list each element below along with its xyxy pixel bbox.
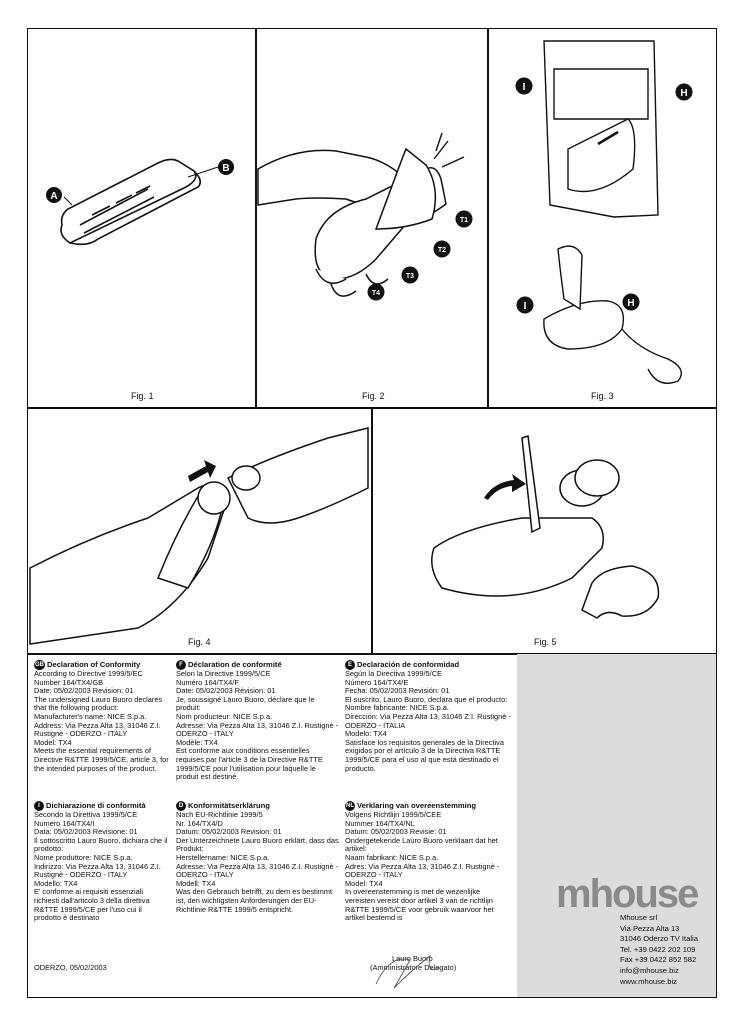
receiver-illustration — [543, 40, 682, 384]
callout-b: B — [222, 163, 229, 174]
declaration-d-title: Konformitätserklärung — [188, 800, 270, 810]
company-line: Fax +39 0422 852 582 — [620, 955, 697, 965]
callout-t4: T4 — [372, 290, 380, 297]
declaration-f-body: Selon la Directive 1999/5/CE Numéro 164/… — [176, 669, 339, 782]
divider-fig1-fig2 — [255, 28, 257, 408]
badge-e: E — [345, 660, 355, 670]
declaration-i-title: Dichiarazione di conformità — [46, 800, 146, 810]
battery-removal-illustration — [29, 427, 369, 645]
company-line: 31046 Oderzo TV Italia — [620, 934, 698, 944]
declaration-gb-body: According to Directive 1999/5/EC Number … — [34, 669, 169, 773]
callout-i-top: I — [523, 82, 526, 93]
page-frame — [27, 28, 717, 998]
fig3-caption: Fig. 3 — [591, 391, 614, 401]
callout-t2: T2 — [438, 247, 446, 254]
declaration-d-body: Nach EU-Richtlinie 1999/5 Nr. 164/TX4/D … — [176, 810, 339, 914]
declaration-e-body: Según la Directiva 1999/5/CE Número 164/… — [345, 669, 511, 773]
company-panel — [517, 654, 716, 997]
callout-h-top: H — [680, 88, 687, 99]
badge-gb: GB — [34, 660, 45, 670]
badge-d: D — [176, 801, 186, 811]
open-remote-illustration — [431, 435, 660, 619]
company-line: Tel. +39 0422 202 109 — [620, 944, 696, 954]
fig2-caption: Fig. 2 — [362, 391, 385, 401]
signatory-role: (Amministratore Delegato) — [370, 963, 457, 972]
declaration-nl-title: Verklaring van overeenstemming — [357, 800, 477, 810]
callout-t3: T3 — [406, 273, 414, 280]
fig5-caption: Fig. 5 — [534, 637, 557, 647]
badge-f: F — [176, 660, 186, 670]
company-email[interactable]: info@mhouse.biz — [620, 965, 679, 975]
place-date: ODERZO, 05/02/2003 — [34, 963, 107, 972]
declaration-i-body: Secondo la Direttiva 1999/5/CE Numero 16… — [34, 810, 168, 923]
callout-h-bottom: H — [627, 298, 634, 309]
declaration-nl-body: Volgens Richtlijn 1999/5/CEE Nummer 164/… — [345, 810, 500, 923]
declaration-e-title: Declaración de conformidad — [357, 659, 460, 669]
divider-fig4-fig5 — [371, 407, 373, 654]
fig4-caption: Fig. 4 — [188, 637, 211, 647]
hand-remote-illustration — [257, 132, 465, 297]
company-line: Mhouse srl — [620, 913, 658, 922]
signatory-name: Lauro Buoro — [392, 954, 433, 963]
company-website[interactable]: www.mhouse.biz — [620, 976, 677, 986]
callout-t1: T1 — [460, 217, 468, 224]
company-address: Mhouse srl Via Pezza Alta 13 31046 Oderz… — [620, 913, 698, 987]
fig1-caption: Fig. 1 — [131, 391, 154, 401]
declaration-gb-title: Declaration of Conformity — [47, 659, 141, 669]
remote-illustration — [60, 158, 219, 246]
callout-i-bottom: I — [524, 301, 527, 312]
mhouse-logo: mhouse — [556, 872, 699, 916]
company-line: Via Pezza Alta 13 — [620, 923, 680, 933]
badge-i: I — [34, 801, 44, 811]
signature-scribble — [375, 955, 441, 989]
declaration-f-title: Déclaration de conformité — [188, 659, 282, 669]
badge-nl: NL — [345, 801, 355, 811]
divider-fig2-fig3 — [487, 28, 489, 408]
callout-a: A — [50, 191, 57, 202]
